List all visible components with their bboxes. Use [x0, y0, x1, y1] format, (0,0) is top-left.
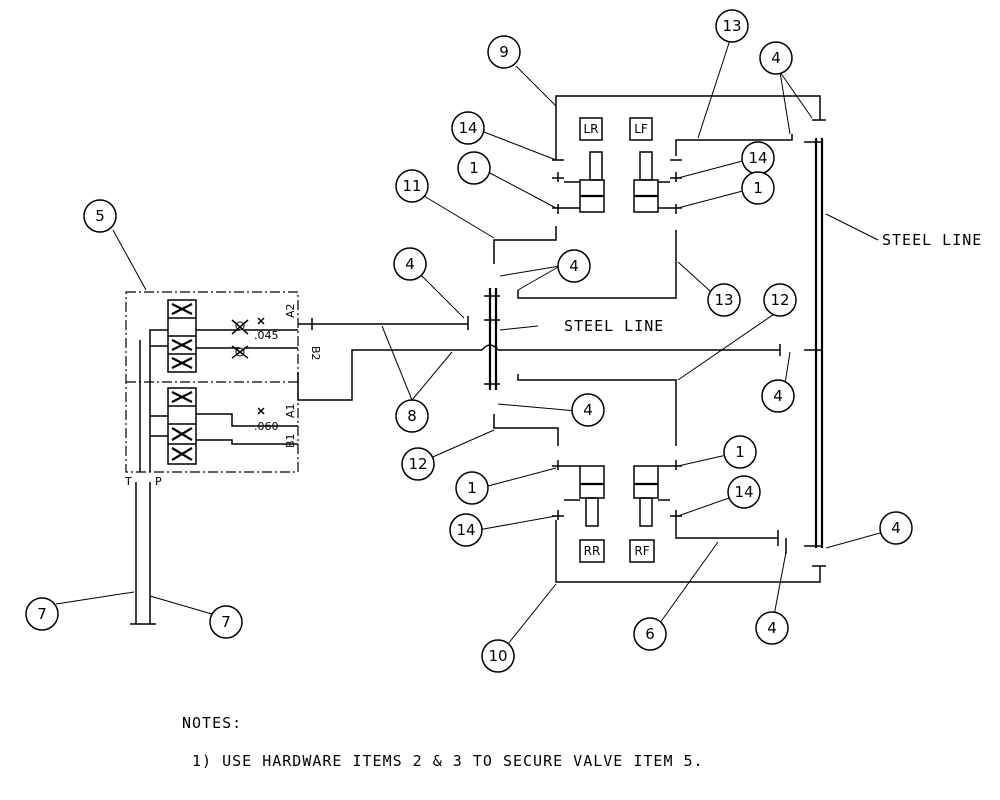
svg-text:9: 9 — [499, 43, 509, 61]
svg-text:12: 12 — [408, 455, 427, 473]
cylinder-lr — [579, 151, 605, 213]
port-t-label: T — [124, 475, 132, 488]
callout-9: 9 — [487, 35, 521, 69]
callout-4-left: 4 — [393, 247, 427, 281]
hose-13-upper — [675, 134, 793, 156]
cylinder-label-lf: LF — [634, 122, 648, 136]
svg-text:5: 5 — [95, 207, 105, 225]
callout-6: 6 — [633, 617, 667, 651]
steel-line-label-center: STEEL LINE — [564, 317, 664, 335]
cylinder-rr — [579, 465, 605, 527]
callout-12-right: 12 — [763, 283, 797, 317]
cylinder-label-lr: LR — [583, 122, 598, 136]
supply-lines — [130, 482, 156, 625]
orifice-045-label: .045 — [254, 329, 279, 342]
callout-13-top: 13 — [715, 9, 749, 43]
svg-text:12: 12 — [770, 291, 789, 309]
hose-b2 — [297, 344, 781, 401]
callout-11: 11 — [395, 169, 429, 203]
svg-text:4: 4 — [771, 49, 781, 67]
note-item-1: 1) USE HARDWARE ITEMS 2 & 3 TO SECURE VA… — [192, 752, 704, 770]
callout-1-rf: 1 — [723, 435, 757, 469]
svg-text:1: 1 — [467, 479, 477, 497]
callout-bubbles: 5 7 7 8 9 13 4 14 1 11 14 1 4 4 13 12 4 … — [25, 9, 913, 673]
svg-text:10: 10 — [488, 647, 507, 665]
hose-12-upper — [517, 374, 677, 446]
callout-1-rr: 1 — [455, 471, 489, 505]
hose-11 — [493, 226, 557, 264]
svg-text:7: 7 — [37, 605, 47, 623]
svg-text:4: 4 — [773, 387, 783, 405]
callout-14-lr: 14 — [451, 111, 485, 145]
port-b1-label: B1 — [284, 433, 297, 448]
callout-4-bottom: 4 — [755, 611, 789, 645]
svg-text:4: 4 — [767, 619, 777, 637]
orifice-045-symbol — [257, 317, 265, 325]
callout-1-lr: 1 — [457, 151, 491, 185]
right-steel-line — [804, 138, 824, 548]
valve-assembly: .045 .060 A2 B2 A1 B1 T P — [124, 291, 322, 488]
svg-text:7: 7 — [221, 613, 231, 631]
svg-text:11: 11 — [402, 177, 421, 195]
svg-text:4: 4 — [891, 519, 901, 537]
steel-line-label-right: STEEL LINE — [882, 231, 982, 249]
callout-7-right: 7 — [209, 605, 243, 639]
cylinder-rf — [633, 465, 659, 527]
callout-14-rf: 14 — [727, 475, 761, 509]
callout-4-bottom-right: 4 — [879, 511, 913, 545]
center-steel-line — [484, 288, 500, 390]
callout-8: 8 — [395, 399, 429, 433]
callout-10: 10 — [481, 639, 515, 673]
check-valve — [231, 319, 249, 359]
callout-4-mid: 4 — [571, 393, 605, 427]
callout-5: 5 — [83, 199, 117, 233]
svg-text:4: 4 — [569, 257, 579, 275]
hose-13-lower — [517, 230, 677, 299]
svg-text:14: 14 — [734, 483, 753, 501]
hose-6 — [675, 520, 778, 539]
port-b2-label: B2 — [309, 346, 322, 361]
spool-lower — [167, 387, 197, 465]
port-a2-label: A2 — [284, 303, 297, 318]
svg-text:14: 14 — [748, 149, 767, 167]
callout-14-rr: 14 — [449, 513, 483, 547]
svg-text:13: 13 — [722, 17, 741, 35]
port-a1-label: A1 — [284, 403, 297, 418]
callout-13-bottom: 13 — [707, 283, 741, 317]
cylinder-lf — [633, 151, 659, 213]
svg-text:1: 1 — [469, 159, 479, 177]
cylinder-label-rr: RR — [584, 544, 601, 558]
hose-9 — [555, 95, 821, 160]
callout-1-lf: 1 — [741, 171, 775, 205]
svg-text:1: 1 — [735, 443, 745, 461]
hose-10 — [555, 520, 821, 583]
callout-4-mid-right: 4 — [761, 379, 795, 413]
svg-text:4: 4 — [583, 401, 593, 419]
svg-text:14: 14 — [458, 119, 477, 137]
callout-12-left: 12 — [401, 447, 435, 481]
svg-text:6: 6 — [645, 625, 655, 643]
notes-heading: NOTES: — [182, 714, 242, 732]
hose-12-lower — [493, 414, 559, 446]
svg-text:14: 14 — [456, 521, 475, 539]
fittings — [552, 159, 682, 520]
cylinder-label-rf: RF — [634, 544, 649, 558]
orifice-060-symbol — [257, 407, 265, 415]
callout-4-top-right: 4 — [759, 41, 793, 75]
orifice-060-label: .060 — [254, 420, 279, 433]
svg-text:4: 4 — [405, 255, 415, 273]
port-p-label: P — [155, 475, 162, 488]
callout-4-center: 4 — [557, 249, 591, 283]
svg-text:8: 8 — [407, 407, 417, 425]
callout-7-left: 7 — [25, 597, 59, 631]
spool-upper — [167, 299, 197, 373]
svg-text:1: 1 — [753, 179, 763, 197]
svg-text:13: 13 — [714, 291, 733, 309]
callout-14-lf: 14 — [741, 141, 775, 175]
hose-a2 — [298, 316, 469, 330]
